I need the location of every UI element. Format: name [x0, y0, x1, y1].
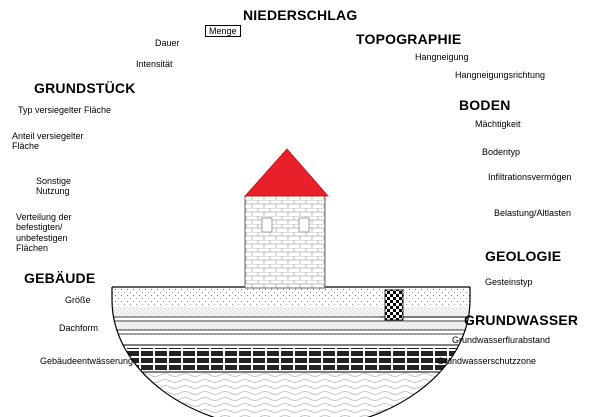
bedrock-layer — [112, 348, 470, 370]
label-bodentyp: Bodentyp — [482, 147, 521, 157]
label-maechtigkeit: Mächtigkeit — [475, 119, 521, 129]
label-verteilung-flaechen: Verteilung der befestigten/ unbefestigen… — [16, 212, 72, 254]
label-anteil-versiegelter-flaeche: Anteil versiegelter Fläche — [12, 131, 84, 152]
subsoil-layer — [112, 307, 470, 317]
heading-grundstueck: GRUNDSTÜCK — [34, 80, 136, 96]
label-gebaeudeentwaesserung: Gebäudeentwässerung — [40, 356, 134, 366]
topsoil-layer — [112, 287, 470, 307]
gravel-layer — [112, 322, 470, 330]
heading-geologie: GEOLOGIE — [485, 248, 562, 264]
building-window-right — [298, 217, 310, 233]
label-belastung-altlasten: Belastung/Altlasten — [494, 208, 572, 218]
label-dauer: Dauer — [155, 38, 180, 48]
label-sonstige-nutzung: Sonstige Nutzung — [36, 176, 72, 197]
label-groesse: Größe — [65, 295, 91, 305]
label-infiltrationsvermoegen: Infiltrationsvermögen — [488, 172, 572, 182]
soil-layers — [112, 287, 470, 417]
label-intensitaet: Intensität — [136, 59, 173, 69]
label-grundwasserflurabstand: Grundwasserflurabstand — [452, 335, 551, 345]
label-hangneigungsrichtung: Hangneigungsrichtung — [455, 70, 546, 80]
heading-boden: BODEN — [459, 97, 511, 113]
building-roof — [244, 148, 329, 197]
building-wall — [244, 195, 326, 289]
infiltration-shaft — [384, 289, 404, 321]
heading-gebaeude: GEBÄUDE — [24, 270, 96, 286]
label-typ-versiegelter-flaeche: Typ versiegelter Fläche — [18, 105, 112, 115]
label-gesteinstyp: Gesteinstyp — [485, 277, 533, 287]
heading-grundwasser: GRUNDWASSER — [464, 312, 579, 328]
building-window-left — [261, 217, 273, 233]
heading-topographie: TOPOGRAPHIE — [356, 31, 462, 47]
heading-niederschlag: NIEDERSCHLAG — [243, 7, 358, 23]
bowl-outline — [111, 287, 471, 417]
label-menge: Menge — [205, 25, 241, 38]
label-grundwasserschutzzone: Grundwasserschutzzone — [437, 356, 537, 366]
label-dachform: Dachform — [59, 323, 99, 333]
groundwater-layer — [112, 373, 470, 417]
label-hangneigung: Hangneigung — [415, 52, 469, 62]
